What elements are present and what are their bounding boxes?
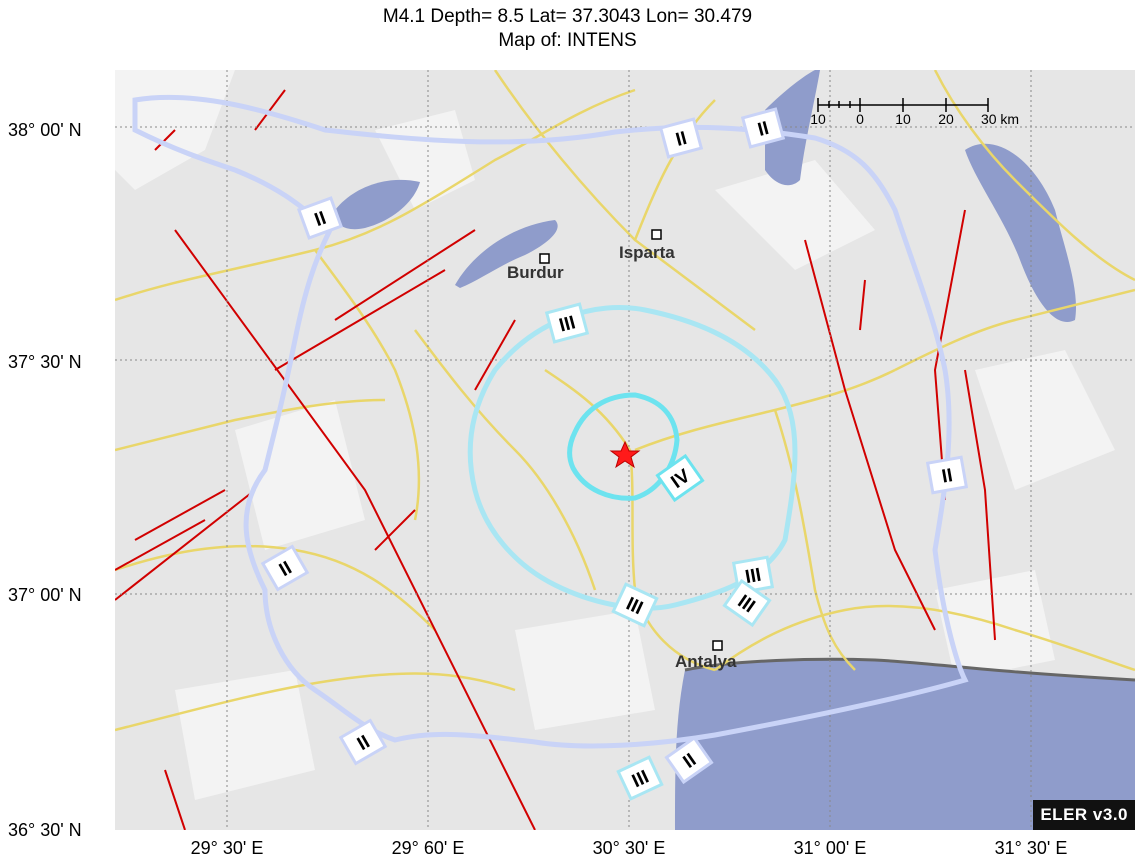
- svg-text:III: III: [557, 312, 578, 336]
- intensity-label: II: [338, 718, 388, 766]
- intensity-label: II: [658, 117, 704, 159]
- scale-label: 30 km: [980, 111, 1020, 127]
- lat-label: 37° 00' N: [8, 585, 82, 605]
- intensity-label: II: [260, 544, 310, 592]
- scale-label: 20: [938, 111, 954, 127]
- city-markers: [539, 229, 723, 651]
- intensity-label: III: [616, 755, 664, 801]
- software-badge: ELER v3.0: [1033, 800, 1135, 830]
- lat-label: 37° 30' N: [8, 352, 82, 372]
- epicenter-star-icon: [609, 440, 641, 469]
- intensity-label: IV: [655, 453, 705, 503]
- intensity-label: III: [544, 302, 590, 344]
- lon-label: 29° 30' E: [190, 838, 264, 858]
- coastline: [684, 657, 1135, 682]
- burdur-lake: [455, 220, 558, 288]
- lake-1: [334, 179, 420, 230]
- scale-label: 0: [856, 111, 864, 127]
- lat-label: 36° 30' N: [8, 820, 82, 840]
- beysehir-lake: [965, 143, 1076, 322]
- svg-text:III: III: [744, 565, 763, 588]
- lon-label: 31° 30' E: [994, 838, 1068, 858]
- lon-label: 31° 00' E: [793, 838, 867, 858]
- svg-text:II: II: [756, 118, 772, 141]
- intensity-label: III: [722, 578, 772, 628]
- city-label-isparta: Isparta: [619, 243, 675, 262]
- isparta-marker: [651, 229, 662, 240]
- scale-label: 10: [810, 111, 826, 127]
- water-bodies: [334, 70, 1135, 830]
- antalya-marker: [712, 640, 723, 651]
- intensity-label: III: [611, 582, 659, 628]
- lon-label: 30° 30' E: [592, 838, 666, 858]
- lat-label: 38° 00' N: [8, 120, 82, 140]
- intensity-label: II: [740, 107, 786, 149]
- egirdir-lake: [765, 70, 820, 186]
- map-subtitle: Map of: INTENS: [498, 30, 637, 51]
- city-label-antalya: Antalya: [675, 652, 737, 671]
- intensity-label: II: [296, 196, 344, 240]
- map-title: M4.1 Depth= 8.5 Lat= 37.3043 Lon= 30.479: [382, 6, 753, 27]
- scale-label: 10: [895, 111, 911, 127]
- svg-text:II: II: [940, 465, 954, 488]
- intensity-label: II: [664, 735, 714, 785]
- lon-label: 29° 60' E: [391, 838, 465, 858]
- city-label-burdur: Burdur: [507, 263, 564, 282]
- scale-bar: [817, 98, 989, 112]
- intensity-label: II: [925, 455, 969, 495]
- burdur-marker: [539, 253, 550, 264]
- svg-text:II: II: [674, 128, 690, 151]
- mediterranean-sea: [675, 659, 1135, 830]
- fault-lines: [115, 89, 996, 830]
